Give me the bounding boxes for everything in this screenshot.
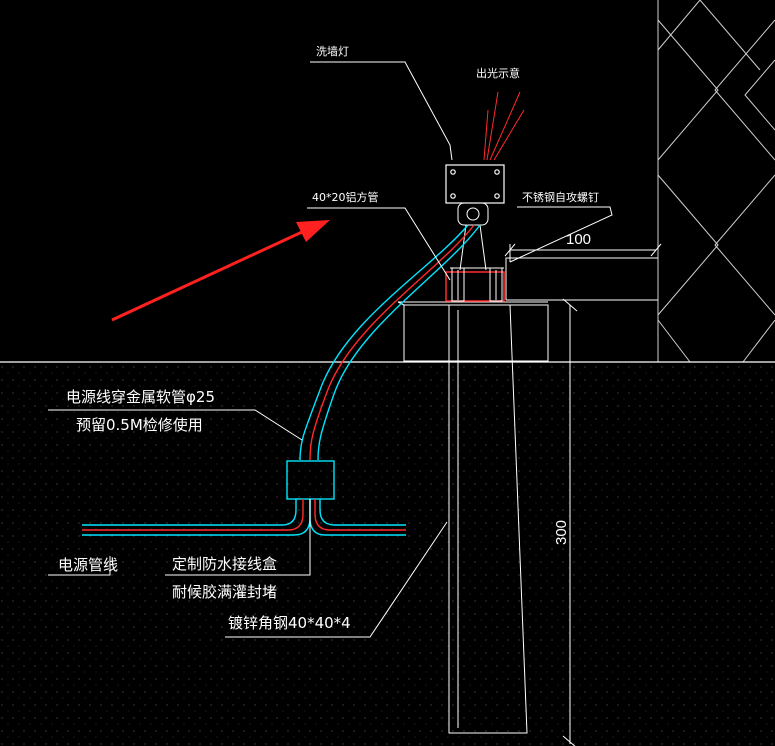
label-tube: 40*20铝方管 <box>312 190 379 204</box>
label-power-line: 电源管线 <box>58 556 118 574</box>
width-dimension-label: 100 <box>566 231 591 248</box>
wall-hatch <box>657 0 775 363</box>
aluminum-tube <box>445 271 505 302</box>
label-conduit-2: 预留0.5M检修使用 <box>76 416 203 434</box>
flex-conduit <box>299 224 481 461</box>
width-dimension <box>504 243 662 262</box>
label-box-2: 耐候胶满灌封堵 <box>172 583 277 601</box>
wall-ledge <box>505 257 658 301</box>
leader-lines <box>48 61 613 638</box>
ground-hatch <box>0 362 775 746</box>
screw-left <box>450 267 466 302</box>
angle-steel-post <box>448 304 528 734</box>
depth-dimension-label: 300 <box>553 520 570 545</box>
concrete-base <box>397 301 549 362</box>
label-conduit-1: 电源线穿金属软管φ25 <box>66 388 215 406</box>
label-box-1: 定制防水接线盒 <box>172 555 277 573</box>
light-rays <box>483 91 525 161</box>
label-screw: 不锈钢自攻螺钉 <box>522 190 599 204</box>
depth-dimension <box>562 298 578 746</box>
lamp-head <box>445 164 505 204</box>
label-lamp: 洗墙灯 <box>316 44 349 58</box>
screw-right <box>488 267 504 302</box>
lamp-bracket <box>452 202 502 271</box>
pointer-arrow <box>111 220 330 322</box>
label-angle-steel: 镀锌角钢40*40*4 <box>228 614 351 632</box>
label-light-out: 出光示意 <box>476 66 520 80</box>
